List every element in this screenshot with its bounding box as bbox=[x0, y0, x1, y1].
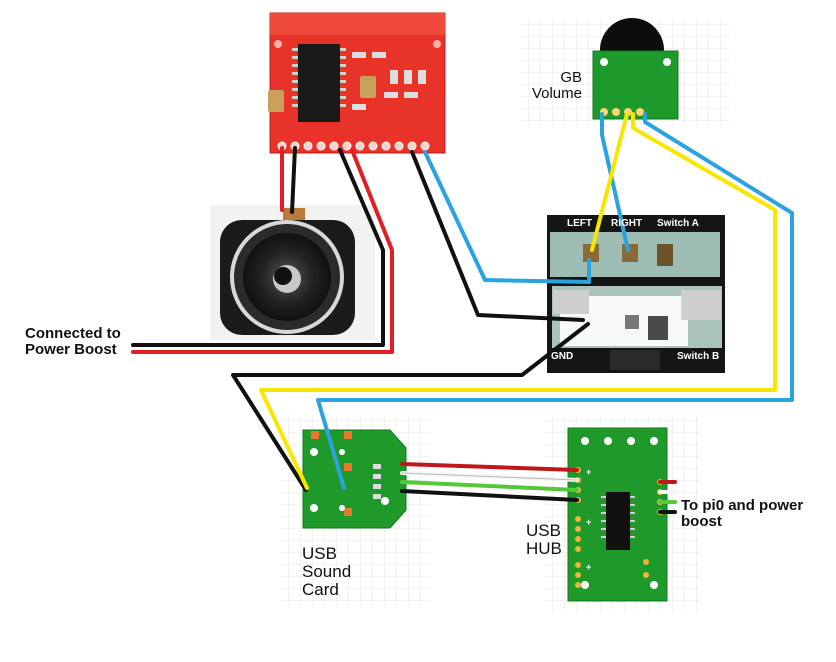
label-left: LEFT bbox=[567, 218, 592, 229]
wire-pot-blue-left bbox=[600, 112, 630, 252]
wire-power-black bbox=[131, 148, 385, 347]
usb-hub-label-line1: USB bbox=[526, 521, 561, 540]
wire-pot-yellow-long bbox=[259, 112, 777, 490]
usb-sound-card bbox=[302, 429, 407, 529]
gameboy-board bbox=[547, 215, 725, 373]
gb-volume-label: GB Volume bbox=[530, 70, 582, 102]
gb-volume-label-line2: Volume bbox=[531, 84, 582, 102]
gb-volume-label-line1: GB bbox=[560, 69, 582, 86]
wire-gnd-soundcard-black bbox=[231, 322, 590, 492]
wire-pot-yellow-left bbox=[590, 112, 629, 252]
svg-text:+: + bbox=[586, 467, 591, 477]
wire-amp-gnd-black bbox=[410, 150, 585, 322]
wire-pot-blue-long bbox=[316, 112, 794, 490]
hub-ic-chip bbox=[606, 492, 630, 550]
wire-usb-red bbox=[400, 462, 579, 472]
wires bbox=[131, 112, 794, 514]
gb-volume-pot bbox=[592, 18, 679, 120]
label-switch-a: Switch A bbox=[657, 218, 699, 229]
label-gnd: GND bbox=[551, 351, 573, 362]
amp-capacitor-right bbox=[360, 76, 376, 98]
wire-amp-blue bbox=[423, 150, 591, 284]
amp-capacitor-left bbox=[268, 90, 284, 112]
power-boost-label: Connected to Power Boost bbox=[25, 326, 121, 358]
usb-sound-card-label-line2: Sound bbox=[302, 561, 352, 581]
svg-text:+: + bbox=[586, 517, 591, 527]
amplifier-board bbox=[268, 12, 446, 154]
pi0-label-line1: To pi0 and power bbox=[681, 497, 804, 514]
power-boost-label-line1: Connected to bbox=[25, 325, 121, 342]
wire-speaker-black bbox=[290, 146, 297, 214]
usb-hub: + + + bbox=[567, 427, 668, 602]
usb-sound-card-label-line3: Card bbox=[302, 579, 339, 599]
usb-sound-card-label: USB Sound Card bbox=[302, 545, 351, 599]
wire-usb-green bbox=[400, 480, 579, 492]
pi0-label: To pi0 and power boost bbox=[681, 498, 803, 530]
pi0-label-line2: boost bbox=[681, 512, 722, 530]
svg-text:+: + bbox=[586, 562, 591, 572]
usb-sound-card-label-line1: USB bbox=[302, 544, 337, 563]
speaker bbox=[210, 205, 375, 340]
wire-usb-white-outline bbox=[401, 472, 578, 481]
label-switch-b: Switch B bbox=[677, 351, 719, 362]
usb-hub-label: USB HUB bbox=[526, 522, 562, 558]
wire-usb-black bbox=[400, 489, 579, 502]
amp-ic-chip bbox=[298, 44, 340, 122]
usb-hub-label-line2: HUB bbox=[526, 538, 562, 558]
label-right: RIGHT bbox=[611, 218, 642, 229]
wire-power-red bbox=[131, 148, 394, 354]
power-boost-label-line2: Power Boost bbox=[25, 340, 117, 358]
